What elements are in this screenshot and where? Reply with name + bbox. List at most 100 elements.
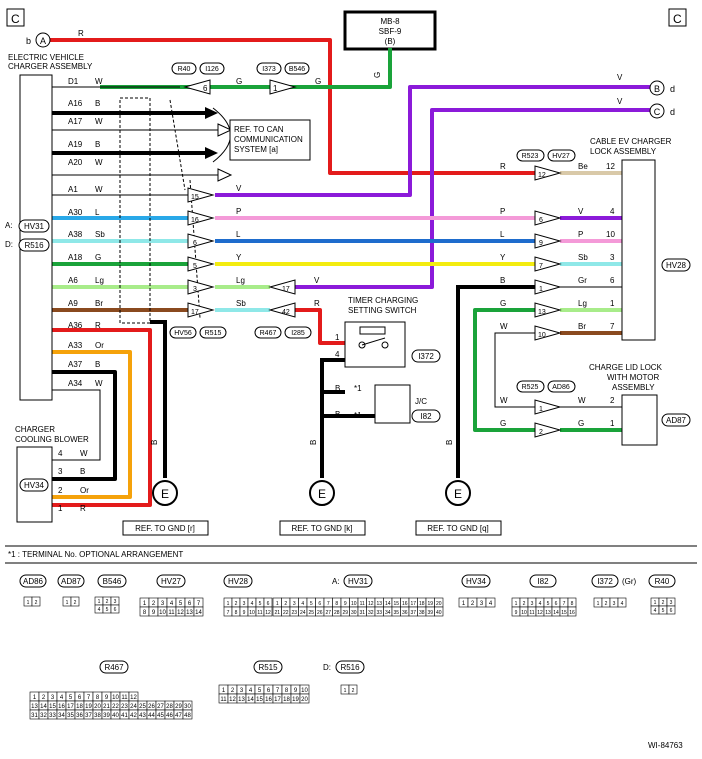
svg-text:3: 3 xyxy=(293,601,296,607)
blower-pin-2: 2 xyxy=(58,486,63,495)
conn-d-letter-2: d xyxy=(670,107,675,117)
idx-hv27: HV27 xyxy=(161,577,182,586)
conn-a-label: HV31 xyxy=(24,222,45,231)
hv56-pin-17: 17 xyxy=(191,309,199,316)
svg-text:5: 5 xyxy=(106,607,109,613)
corner-box-right xyxy=(668,8,687,27)
svg-text:18: 18 xyxy=(283,697,290,703)
svg-text:5: 5 xyxy=(547,601,550,607)
svg-text:43: 43 xyxy=(139,713,146,719)
conn-d-letter-1: d xyxy=(670,84,675,94)
svg-text:2: 2 xyxy=(471,601,475,607)
hv28-pins: 12 4 10 3 6 1 7 xyxy=(606,162,615,331)
pin-a38-color: Sb xyxy=(95,230,105,239)
wire-code-l-r: L xyxy=(500,230,505,239)
hv28-pin-6: 6 xyxy=(610,276,615,285)
svg-text:45: 45 xyxy=(157,713,164,719)
svg-text:26: 26 xyxy=(148,704,155,710)
svg-text:3: 3 xyxy=(240,688,244,694)
circle-a xyxy=(35,32,51,48)
pin-a30: A30 xyxy=(68,208,83,217)
svg-text:2: 2 xyxy=(352,688,355,694)
svg-text:19: 19 xyxy=(85,704,92,710)
terminal-note: *1 : TERMINAL No. OPTIONAL ARRANGEMENT xyxy=(8,550,183,559)
pin-a17: A17 xyxy=(68,117,83,126)
pin-a34: A34 xyxy=(68,379,83,388)
wire-code-g2: G xyxy=(315,77,321,86)
pin-a19-color: B xyxy=(95,140,100,149)
thick-wires xyxy=(20,111,535,478)
svg-text:15: 15 xyxy=(561,610,567,616)
svg-text:14: 14 xyxy=(553,610,559,616)
hv27-pin-6: 6 xyxy=(539,217,543,224)
svg-text:15: 15 xyxy=(256,697,263,703)
gnd-ref-k: REF. TO GND [k] xyxy=(291,524,352,533)
svg-text:37: 37 xyxy=(85,713,92,719)
circle-c xyxy=(649,103,665,119)
ground-e-2: E xyxy=(318,487,326,501)
svg-text:15: 15 xyxy=(49,704,56,710)
ground-e-1: E xyxy=(161,487,169,501)
svg-text:22: 22 xyxy=(283,610,289,616)
svg-text:8: 8 xyxy=(285,688,289,694)
svg-text:34: 34 xyxy=(385,610,391,616)
pin-d1-color: W xyxy=(95,77,103,86)
r40-pin: 6 xyxy=(203,84,208,93)
hv56-pin-5: 5 xyxy=(193,263,197,270)
svg-text:38: 38 xyxy=(94,713,101,719)
pin-d1: D1 xyxy=(68,77,79,86)
svg-text:9: 9 xyxy=(344,601,347,607)
svg-text:13: 13 xyxy=(545,610,551,616)
svg-text:31: 31 xyxy=(31,713,38,719)
conn-b-letter: b xyxy=(26,36,31,46)
svg-text:40: 40 xyxy=(436,610,442,616)
conn-ad86: AD86 xyxy=(552,384,570,391)
svg-text:14: 14 xyxy=(385,601,391,607)
svg-text:6: 6 xyxy=(78,695,82,701)
wire-code-g-r: G xyxy=(500,299,506,308)
svg-text:26: 26 xyxy=(317,610,323,616)
svg-text:4: 4 xyxy=(489,601,493,607)
svg-text:16: 16 xyxy=(569,610,575,616)
svg-text:10: 10 xyxy=(351,601,357,607)
wire-code-v-out: V xyxy=(578,207,584,216)
svg-text:2: 2 xyxy=(152,601,156,607)
svg-text:9: 9 xyxy=(152,610,156,616)
svg-text:8: 8 xyxy=(571,601,574,607)
charge-lid-1: CHARGE LID LOCK xyxy=(589,363,663,372)
pin-a17-color: W xyxy=(95,117,103,126)
shield-line xyxy=(169,99,186,191)
svg-text:11: 11 xyxy=(121,695,128,701)
timer-pin-1: 1 xyxy=(335,333,340,342)
gnd-wire-b-3: B xyxy=(445,440,454,445)
svg-text:7: 7 xyxy=(563,601,566,607)
charge-lid-3: ASSEMBLY xyxy=(612,383,655,392)
svg-text:11: 11 xyxy=(257,610,262,616)
conn-i285: I285 xyxy=(291,330,305,337)
wire-red-timer xyxy=(295,308,345,345)
svg-text:41: 41 xyxy=(121,713,128,719)
svg-text:16: 16 xyxy=(58,704,65,710)
conn-i126: I126 xyxy=(205,66,219,73)
can-ref-3: SYSTEM [a] xyxy=(234,145,278,154)
svg-text:9: 9 xyxy=(243,610,246,616)
ad86-pin-2: 2 xyxy=(539,429,543,436)
can-arrows xyxy=(205,107,233,182)
svg-text:28: 28 xyxy=(166,704,173,710)
svg-text:1: 1 xyxy=(227,601,230,607)
idx-gr: (Gr) xyxy=(622,577,637,586)
svg-text:5: 5 xyxy=(662,608,665,614)
pin-a30-color: L xyxy=(95,208,100,217)
svg-text:1: 1 xyxy=(344,688,347,694)
svg-text:20: 20 xyxy=(436,601,442,607)
ground-q: E xyxy=(445,480,471,506)
wire-code-y: Y xyxy=(236,253,242,262)
svg-text:7: 7 xyxy=(197,601,201,607)
hv28-pin-7: 7 xyxy=(610,322,615,331)
wire-code-w-lid-out: W xyxy=(578,396,586,405)
svg-text:9: 9 xyxy=(294,688,298,694)
svg-text:2: 2 xyxy=(235,601,238,607)
svg-text:10: 10 xyxy=(521,610,527,616)
